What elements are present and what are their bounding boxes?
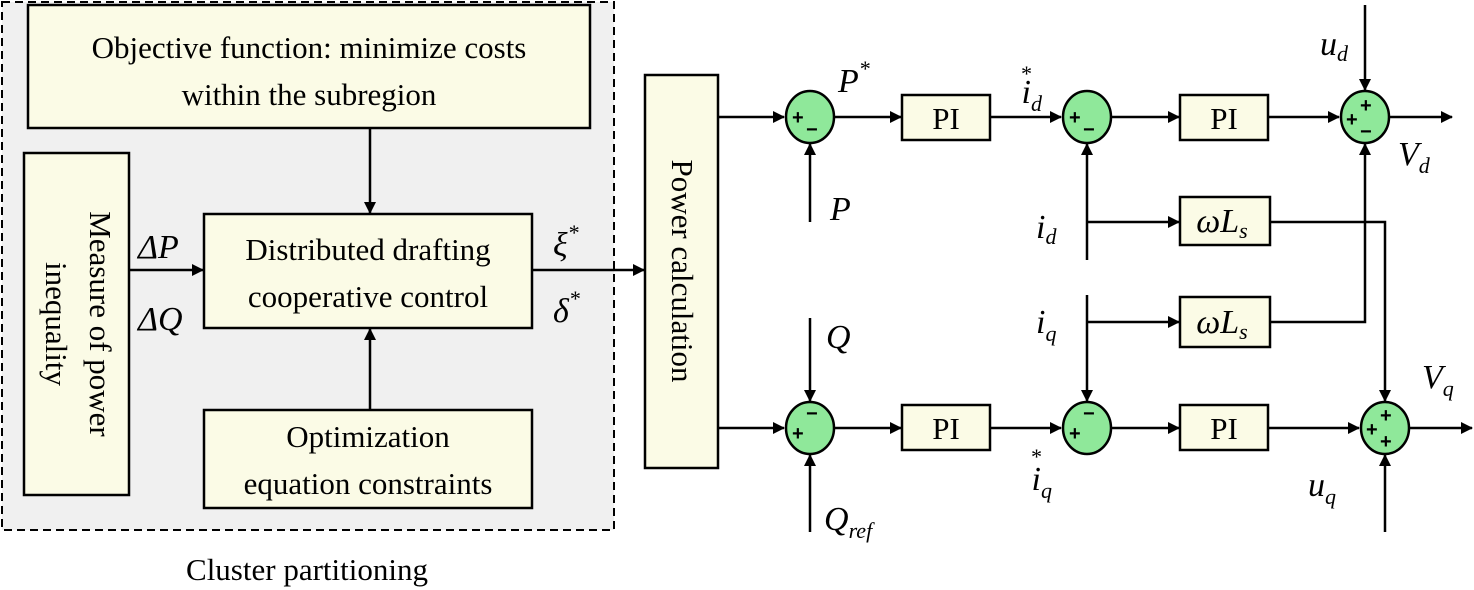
label-dQ: ΔQ — [136, 301, 183, 338]
pi-block: PI — [900, 403, 992, 452]
label-id-star: id* — [1020, 61, 1043, 116]
svg-text:+: + — [1069, 107, 1081, 129]
omega-ls-block: ωLs — [1178, 195, 1272, 247]
label-Vq: Vq — [1422, 359, 1454, 401]
label-iq-star: iq* — [1030, 444, 1052, 503]
svg-text:+: + — [1360, 95, 1372, 117]
omega-ls-block: ωLs — [1178, 295, 1272, 349]
svg-text:within the subregion: within the subregion — [182, 77, 437, 112]
group-label: Cluster partitioning — [186, 552, 428, 587]
svg-text:−: − — [806, 403, 818, 425]
summing-junction: ++− — [1339, 89, 1391, 145]
svg-text:PI: PI — [1210, 101, 1238, 136]
label-ud: ud — [1320, 26, 1349, 66]
svg-text:equation constraints: equation constraints — [244, 466, 493, 501]
pi-block: PI — [1178, 93, 1270, 142]
svg-text:−: − — [1360, 121, 1372, 143]
signal-lines — [718, 5, 1473, 532]
svg-text:ωLs: ωLs — [1196, 203, 1247, 243]
svg-text:+: + — [792, 423, 804, 445]
label-id: id — [1036, 209, 1057, 249]
svg-text:PI: PI — [932, 411, 960, 446]
svg-text:−: − — [1083, 119, 1095, 141]
svg-text:cooperative control: cooperative control — [248, 279, 488, 314]
svg-text:inequality: inequality — [39, 262, 74, 386]
label-iq: iq — [1036, 304, 1056, 346]
summing-junction: +− — [784, 89, 836, 145]
svg-text:+: + — [1366, 419, 1378, 441]
svg-text:Objective function: minimize c: Objective function: minimize costs — [92, 30, 527, 65]
optimization-block: Optimization equation constraints — [202, 408, 534, 510]
label-Q-ref: Qref — [824, 501, 875, 543]
label-delta-star: δ* — [553, 286, 580, 330]
svg-text:+: + — [1069, 423, 1081, 445]
summing-junction: +++ — [1359, 400, 1411, 456]
measure-block: Measure of power inequality — [22, 151, 131, 497]
label-uq: uq — [1308, 467, 1336, 509]
svg-text:Power calculation: Power calculation — [665, 160, 700, 383]
label-xi-star: ξ* — [553, 220, 579, 264]
summing-junction: +− — [1061, 89, 1113, 145]
summing-junction: +− — [784, 400, 836, 456]
svg-text:−: − — [806, 119, 818, 141]
pi-block: PI — [1178, 403, 1270, 452]
label-dP: ΔP — [136, 229, 179, 266]
summing-junction: +− — [1061, 400, 1113, 456]
pi-block: PI — [900, 93, 992, 142]
svg-text:PI: PI — [1210, 411, 1238, 446]
power-calculation-block: Power calculation — [643, 73, 720, 470]
svg-text:PI: PI — [932, 101, 960, 136]
svg-text:Distributed drafting: Distributed drafting — [245, 232, 490, 267]
label-Vd: Vd — [1398, 136, 1431, 178]
svg-text:+: + — [792, 107, 804, 129]
svg-text:+: + — [1346, 109, 1358, 131]
label-P-star: P* — [837, 56, 870, 100]
label-P: P — [829, 191, 851, 228]
distributed-control-block: Distributed drafting cooperative control — [202, 212, 534, 330]
objective-block: Objective function: minimize costs withi… — [26, 3, 592, 130]
svg-text:ωLs: ωLs — [1196, 304, 1247, 344]
svg-text:Optimization: Optimization — [286, 419, 450, 454]
label-Q: Q — [826, 319, 851, 356]
svg-text:Measure of power: Measure of power — [83, 211, 118, 437]
svg-text:−: − — [1083, 403, 1095, 425]
svg-text:+: + — [1380, 405, 1392, 427]
svg-text:+: + — [1380, 431, 1392, 453]
